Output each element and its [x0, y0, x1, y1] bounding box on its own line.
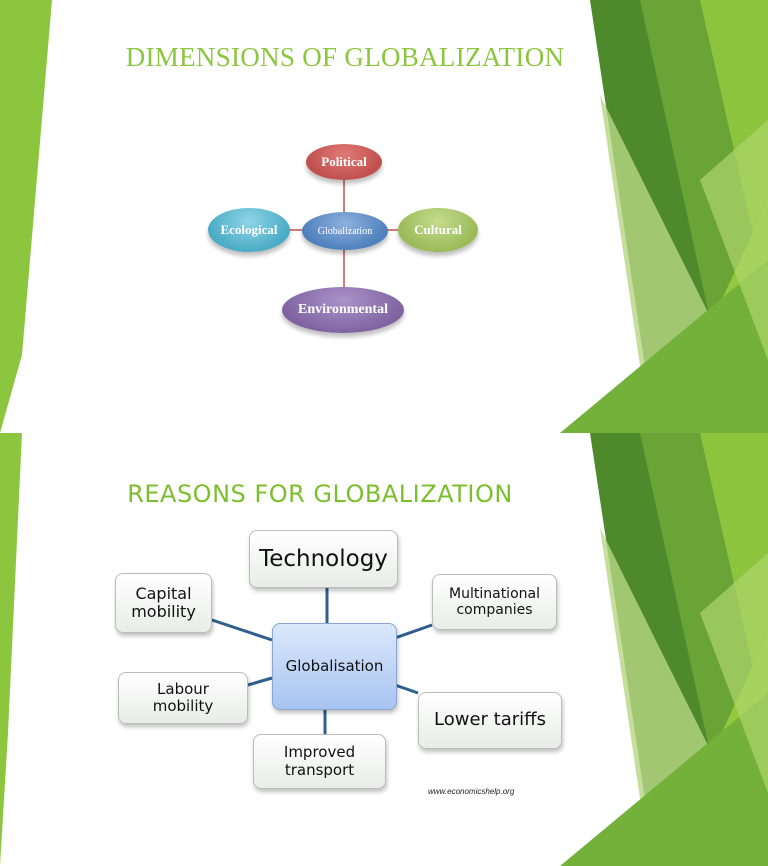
green-decoration: [0, 0, 768, 433]
slide-title: REASONS FOR GLOBALIZATION: [127, 480, 513, 508]
node-improved-transport: Improved transport: [253, 734, 386, 789]
slide-reasons: REASONS FOR GLOBALIZATION Technology Cap…: [0, 433, 768, 866]
node-lower-tariffs: Lower tariffs: [418, 692, 562, 749]
connector-lines: [288, 178, 400, 290]
node-cultural-label: Cultural: [414, 222, 462, 237]
node-improved-transport-label: Improved transport: [283, 743, 356, 779]
node-capital-mobility: Capital mobility: [115, 573, 212, 633]
node-ecological-label: Ecological: [220, 222, 278, 237]
node-technology: Technology: [249, 530, 398, 588]
connector-lines: [211, 586, 433, 734]
node-globalisation: Globalisation: [272, 623, 397, 710]
node-capital-mobility-label: Capital mobility: [131, 583, 196, 621]
green-decoration: [0, 433, 768, 866]
source-credit: www.economicshelp.org: [428, 787, 515, 796]
node-environmental-label: Environmental: [298, 302, 388, 317]
node-ecological: Ecological: [208, 208, 290, 252]
node-cultural: Cultural: [398, 208, 478, 252]
slide-title: DIMENSIONS OF GLOBALIZATION: [125, 42, 565, 72]
node-labour-mobility: Labour mobility: [118, 672, 248, 724]
node-political-label: Political: [321, 154, 367, 169]
node-multinational-companies-label: Multinational companies: [449, 585, 540, 618]
node-technology-label: Technology: [259, 545, 388, 572]
node-labour-mobility-label: Labour mobility: [152, 679, 214, 715]
node-globalisation-label: Globalisation: [285, 656, 384, 675]
node-multinational-companies: Multinational companies: [432, 574, 557, 630]
node-globalization: Globalization: [302, 212, 388, 250]
node-globalization-label: Globalization: [317, 225, 373, 237]
node-lower-tariffs-label: Lower tariffs: [434, 709, 546, 731]
slide-dimensions: DIMENSIONS OF GLOBALIZATION Political Ec…: [0, 0, 768, 433]
node-environmental: Environmental: [282, 287, 404, 333]
node-political: Political: [306, 144, 382, 180]
